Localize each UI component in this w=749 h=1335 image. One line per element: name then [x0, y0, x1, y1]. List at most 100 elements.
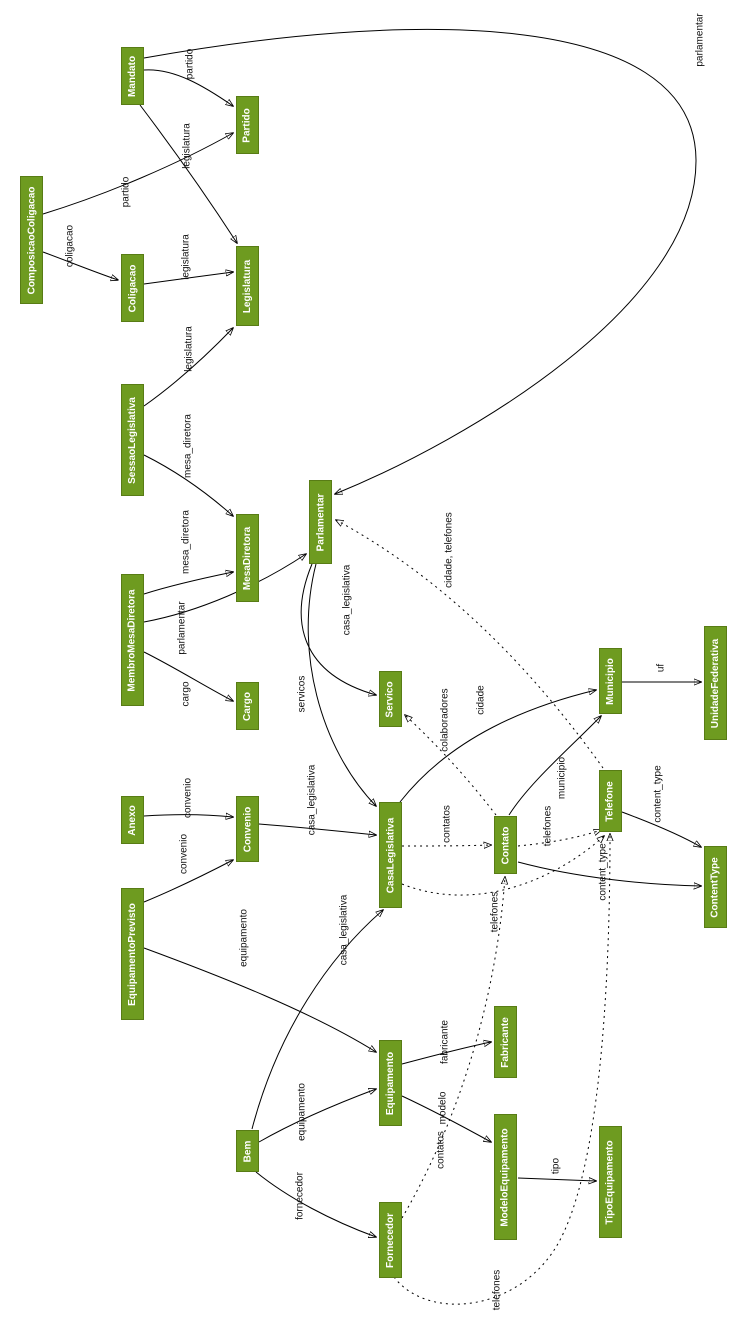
edge-label-casalegislativa-municipio: cidade: [475, 685, 487, 715]
edge-equipamento-fabricante: [401, 1042, 491, 1065]
edge-label-contato-telefone: telefones: [542, 805, 554, 847]
node-label: Servico: [385, 680, 397, 718]
edge-label-sessaolegislativa-legislatura: legislatura: [183, 326, 195, 372]
node-legislatura: Legislatura: [236, 246, 259, 326]
node-label: Anexo: [127, 804, 138, 836]
node-partido: Partido: [236, 96, 259, 154]
edge-label-bem-casalegislativa: casa_legislativa: [338, 894, 350, 966]
edge-label-sessaolegislativa-mesadiretora: mesa_diretora: [182, 414, 194, 478]
node-label: Mandato: [127, 55, 139, 97]
edge-label-mandato-partido: partido: [184, 48, 196, 80]
edge-label-telefone-parlamentar: cidade, telefones: [443, 512, 455, 588]
node-label: Contato: [500, 826, 511, 864]
edge-membromesadiretora-mesadiretora: [143, 572, 233, 595]
node-anexo: Anexo: [121, 796, 144, 844]
node-fornecedor: Fornecedor: [379, 1202, 402, 1278]
edge-label-anexo-convenio: convenio: [182, 777, 194, 819]
edge-bem-fornecedor: [255, 1171, 376, 1237]
node-label: Partido: [242, 107, 254, 143]
edge-membromesadiretora-cargo: [143, 651, 233, 701]
node-label: ComposicaoColigacao: [26, 186, 37, 294]
node-label: TipoEquipamento: [605, 1139, 617, 1225]
edge-label-membromesadiretora-parlamentar: parlamentar: [176, 601, 188, 655]
node-label: Parlamentar: [315, 493, 326, 551]
node-label: Coligacao: [127, 264, 139, 312]
edge-label-equipamento-fabricante: fabricante: [439, 1020, 451, 1064]
node-label: MembroMesaDiretora: [127, 588, 139, 692]
edge-casalegislativa-contato: [401, 845, 491, 846]
node-fabricante: Fabricante: [494, 1006, 517, 1078]
edge-label-equipamento-modeloequipamento: modelo: [437, 1091, 449, 1125]
node-casalegislativa: CasaLegislativa: [379, 802, 402, 908]
edge-mandato-partido: [143, 69, 233, 106]
node-label: Convenio: [242, 806, 253, 852]
edge-convenio-casalegislativa: [258, 823, 376, 835]
edge-telefone-parlamentar: [336, 520, 604, 769]
edge-label-casalegislativa-telefone: telefones: [489, 891, 501, 933]
node-label: UnidadeFederativa: [710, 638, 722, 728]
edge-label-composicaocoligacao-partido: partido: [120, 176, 132, 208]
node-tipoequipamento: TipoEquipamento: [599, 1126, 622, 1238]
edge-telefone-contenttype: [621, 811, 701, 847]
node-bem: Bem: [236, 1130, 259, 1172]
node-label: Fabricante: [500, 1016, 512, 1068]
node-mesadiretora: MesaDiretora: [236, 514, 259, 602]
node-composicaocoligacao: ComposicaoColigacao: [20, 176, 43, 304]
edge-label-bem-equipamento: equipamento: [296, 1083, 308, 1141]
edge-label-convenio-casalegislativa: casa_legislativa: [306, 764, 318, 836]
edge-casalegislativa-telefone: [401, 836, 604, 896]
edge-parlamentar-casalegislativa: [307, 563, 376, 806]
edge-label-fornecedor-contato: contatos: [435, 1131, 447, 1169]
node-label: MesaDiretora: [242, 526, 254, 590]
node-label: Legislatura: [242, 259, 254, 313]
edge-label-coligacao-legislatura: legislatura: [180, 234, 192, 280]
node-contato: Contato: [494, 816, 517, 874]
edge-composicaocoligacao-partido: [42, 133, 233, 215]
edge-composicaocoligacao-coligacao: [42, 251, 118, 280]
node-coligacao: Coligacao: [121, 254, 144, 322]
edge-coligacao-legislatura: [143, 272, 233, 285]
node-municipio: Municipio: [599, 648, 622, 714]
edge-label-parlamentar-servico: servicos: [296, 675, 308, 713]
edge-contato-servico: [405, 715, 497, 816]
edge-equipamentoprevisto-convenio: [143, 860, 233, 903]
node-label: ModeloEquipamento: [500, 1127, 511, 1227]
edge-label-telefone-contenttype: content_type: [652, 765, 664, 823]
node-servico: Servico: [379, 671, 402, 727]
node-label: Fornecedor: [385, 1212, 397, 1268]
edge-label-contato-servico: colaboradores: [439, 688, 451, 752]
node-label: EquipamentoPrevisto: [127, 902, 138, 1006]
edge-label-contato-municipio: municipio: [556, 756, 568, 800]
node-unidadefederativa: UnidadeFederativa: [704, 626, 727, 740]
edge-equipamento-modeloequipamento: [401, 1095, 491, 1142]
node-modeloequipamento: ModeloEquipamento: [494, 1114, 517, 1240]
node-label: Equipamento: [385, 1051, 396, 1115]
edge-modeloequipamento-tipoequipamento: [517, 1178, 596, 1181]
edge-sessaolegislativa-mesadiretora: [143, 454, 233, 516]
edge-parlamentar-servico: [300, 563, 376, 695]
node-telefone: Telefone: [599, 770, 622, 832]
edge-casalegislativa-municipio: [399, 690, 596, 803]
edge-label-contato-contenttype: content_type: [597, 843, 609, 901]
edge-label-municipio-unidadefederativa: uf: [655, 663, 667, 673]
edge-contato-contenttype: [517, 861, 701, 886]
edge-mandato-legislatura: [139, 104, 237, 243]
edge-fornecedor-telefone: [393, 834, 610, 1305]
edge-equipamentoprevisto-equipamento: [143, 947, 376, 1052]
node-contenttype: ContentType: [704, 846, 727, 928]
edge-label-modeloequipamento-tipoequipamento: tipo: [550, 1157, 562, 1175]
edge-anexo-convenio: [143, 815, 233, 817]
node-convenio: Convenio: [236, 796, 259, 862]
edge-label-mandato-parlamentar: parlamentar: [694, 13, 706, 67]
node-label: CasaLegislativa: [385, 817, 397, 893]
node-cargo: Cargo: [236, 682, 259, 730]
node-parlamentar: Parlamentar: [309, 480, 332, 564]
node-label: Municipio: [605, 657, 617, 705]
edge-sessaolegislativa-legislatura: [143, 328, 233, 407]
edge-label-equipamentoprevisto-convenio: convenio: [178, 833, 190, 875]
edge-fornecedor-contato: [401, 877, 505, 1219]
edge-label-membromesadiretora-cargo: cargo: [180, 681, 192, 707]
edge-label-equipamentoprevisto-equipamento: equipamento: [238, 909, 250, 967]
node-sessaolegislativa: SessaoLegislativa: [121, 384, 144, 496]
node-equipamentoprevisto: EquipamentoPrevisto: [121, 888, 144, 1020]
